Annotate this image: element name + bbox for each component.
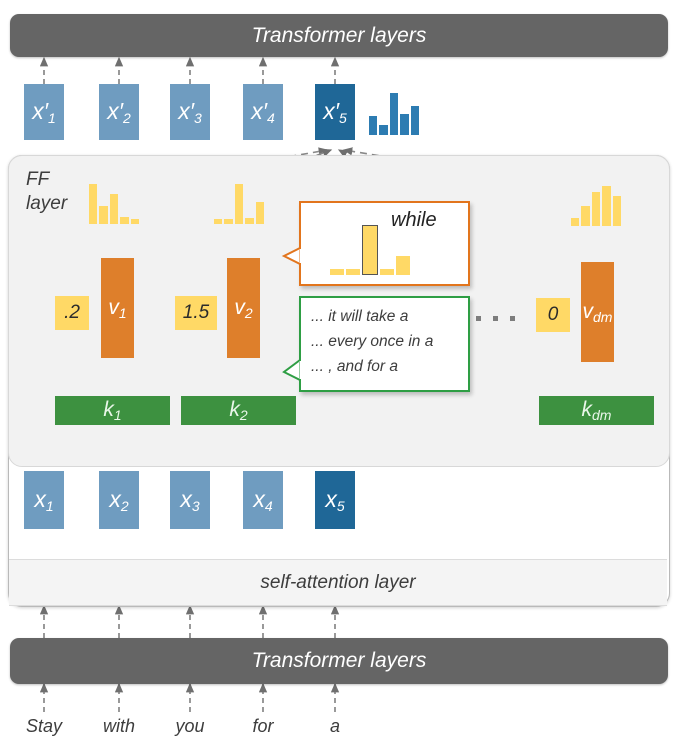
score-box-dm-value: 0 xyxy=(547,304,559,325)
self-attention-label: self-attention layer xyxy=(260,571,416,593)
input-word-2: with xyxy=(102,716,135,736)
callout-token-distribution: while xyxy=(299,201,470,286)
histogram-bar xyxy=(330,268,344,275)
histogram-bar xyxy=(612,196,622,226)
top-transformer-layers-bar: Transformer layers xyxy=(10,14,668,57)
input-token-x3[interactable]: x3 xyxy=(170,471,210,529)
key-vector-k2-label: k2 xyxy=(229,398,248,423)
output-token-x5-label: x′5 xyxy=(323,98,347,126)
input-token-x2-label: x2 xyxy=(109,486,129,514)
key-vector-k1[interactable]: k1 xyxy=(55,396,170,425)
key-vector-kdm-label: kdm xyxy=(581,398,612,423)
histogram-bar xyxy=(602,186,611,226)
value-vector-v1-label: v1 xyxy=(108,295,127,321)
bottom-transformer-label: Transformer layers xyxy=(251,649,427,672)
memory-cells-ellipsis xyxy=(470,308,521,326)
callout-line-1: ... it will take a xyxy=(311,308,409,325)
input-token-x5[interactable]: x5 xyxy=(315,471,355,529)
key-vector-k1-label: k1 xyxy=(103,398,122,423)
input-word-5: a xyxy=(329,716,340,736)
callout-line-3: ... , and for a xyxy=(311,358,399,375)
histogram-bar xyxy=(346,268,360,275)
histogram-bar xyxy=(380,268,394,275)
input-token-x1[interactable]: x1 xyxy=(24,471,64,529)
histogram-bar xyxy=(99,206,108,224)
input-token-x2[interactable]: x2 xyxy=(99,471,139,529)
output-distribution-histogram xyxy=(368,93,420,135)
histogram-bar xyxy=(130,219,140,224)
value-vector-v2-label: v2 xyxy=(234,295,253,321)
callout-distribution-histogram xyxy=(329,225,411,275)
score-box-1: .2 xyxy=(55,296,89,330)
self-attention-layer-bar: self-attention layer xyxy=(9,559,667,606)
memory-distribution-histogram-2 xyxy=(213,184,265,224)
histogram-bar xyxy=(224,219,233,224)
value-vector-v2[interactable]: v2 xyxy=(227,258,260,358)
output-token-x4[interactable]: x′4 xyxy=(243,84,283,140)
ff-layer-label-line1: FF xyxy=(26,169,50,190)
output-token-x4-label: x′4 xyxy=(251,98,275,126)
output-token-x1-label: x′1 xyxy=(32,98,56,126)
ff-layer-label-line2: layer xyxy=(26,193,68,214)
histogram-bar xyxy=(255,202,265,224)
output-token-x3-label: x′3 xyxy=(178,98,202,126)
top-transformer-label: Transformer layers xyxy=(251,23,427,47)
histogram-bar xyxy=(379,124,388,135)
output-token-x2[interactable]: x′2 xyxy=(99,84,139,140)
output-token-x1[interactable]: x′1 xyxy=(24,84,64,140)
histogram-bar xyxy=(400,114,409,135)
histogram-bar xyxy=(120,216,129,224)
input-token-x4[interactable]: x4 xyxy=(243,471,283,529)
output-token-x5[interactable]: x′5 xyxy=(315,84,355,140)
bottom-transformer-layers-bar: Transformer layers xyxy=(10,638,668,684)
input-word-1: Stay xyxy=(25,716,63,736)
key-vector-kdm[interactable]: kdm xyxy=(539,396,654,425)
histogram-bar xyxy=(571,218,580,226)
input-word-3: you xyxy=(175,716,205,736)
input-word-4: for xyxy=(252,716,274,736)
ff-layer-label: FF layer xyxy=(26,168,67,216)
value-vector-vdm[interactable]: vdm xyxy=(581,262,614,362)
callout-example-lines: ... it will take a ... every once in a .… xyxy=(301,298,468,379)
score-box-1-value: .2 xyxy=(64,302,80,323)
output-token-x2-label: x′2 xyxy=(107,98,131,126)
input-token-x4-label: x4 xyxy=(253,486,273,514)
score-box-2: 1.5 xyxy=(175,296,217,330)
input-token-x1-label: x1 xyxy=(34,486,54,514)
histogram-bar xyxy=(214,219,223,224)
histogram-bar xyxy=(591,192,601,226)
input-token-x5-label: x5 xyxy=(325,486,345,514)
histogram-bar xyxy=(362,225,378,275)
histogram-bar xyxy=(89,184,98,224)
callout-token-label: while xyxy=(391,209,437,231)
memory-distribution-histogram-1 xyxy=(88,184,140,224)
histogram-bar xyxy=(369,116,378,135)
histogram-bar xyxy=(245,218,254,224)
histogram-bar xyxy=(389,93,399,135)
value-vector-vdm-label: vdm xyxy=(582,299,613,325)
value-vector-v1[interactable]: v1 xyxy=(101,258,134,358)
histogram-bar xyxy=(581,206,590,226)
histogram-bar xyxy=(396,256,410,275)
callout-example-sentences: ... it will take a ... every once in a .… xyxy=(299,296,470,392)
score-box-dm: 0 xyxy=(536,298,570,332)
histogram-bar xyxy=(234,184,244,224)
input-token-x3-label: x3 xyxy=(180,486,200,514)
score-box-2-value: 1.5 xyxy=(182,302,210,323)
output-token-x3[interactable]: x′3 xyxy=(170,84,210,140)
memory-distribution-histogram-dm xyxy=(570,186,622,226)
key-vector-k2[interactable]: k2 xyxy=(181,396,296,425)
callout-line-2: ... every once in a xyxy=(311,333,434,350)
histogram-bar xyxy=(410,105,420,135)
histogram-bar xyxy=(109,194,119,224)
